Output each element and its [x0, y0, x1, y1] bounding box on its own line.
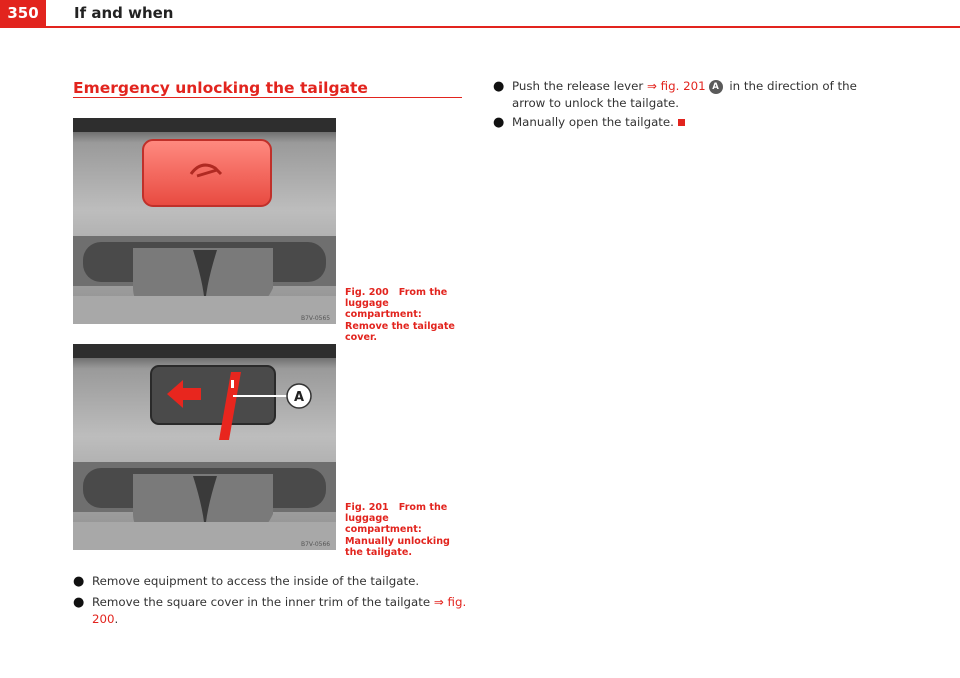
figure-201: A B7V-0566 [73, 344, 336, 550]
left-bullet-1: ● Remove equipment to access the inside … [73, 573, 473, 590]
left-bullet-2-text: Remove the square cover in the inner tri… [92, 595, 434, 609]
left-bullet-2: ● Remove the square cover in the inner t… [73, 594, 473, 628]
right-bullet-1-end: in the direction of the arrow to unlock … [512, 79, 857, 110]
bullet-icon: ● [73, 595, 85, 610]
left-bullet-1-text: Remove equipment to access the inside of… [92, 574, 420, 588]
bullet-icon: ● [73, 574, 85, 589]
right-bullet-2: ● Manually open the tailgate. [493, 114, 873, 131]
header-rule [0, 26, 960, 28]
fig-200-link[interactable]: ⇒ fig. 200 [92, 595, 467, 626]
right-bullet-1-text: Push the release lever [512, 79, 648, 93]
figure-201-callout: A [294, 390, 304, 405]
figure-201-text: From the luggage compartment: Manually u… [345, 502, 450, 558]
figure-200-text: From the luggage compartment: Remove the… [345, 287, 455, 343]
figure-200-caption: Fig. 200 From the luggage compartment: R… [345, 287, 467, 343]
figure-201-illustration: A B7V-0566 [73, 344, 336, 550]
callout-a-badge: A [708, 80, 723, 94]
page-number: 350 [0, 0, 46, 26]
chapter-title: If and when [74, 4, 174, 22]
bullet-icon: ● [493, 115, 505, 130]
section-end-icon [677, 119, 685, 126]
figure-200-number: Fig. 200 [345, 287, 389, 298]
right-bullet-2-text: Manually open the tailgate. [512, 115, 674, 129]
figure-201-caption: Fig. 201 From the luggage compartment: M… [345, 502, 467, 558]
figure-201-number: Fig. 201 [345, 502, 389, 513]
fig-201-link[interactable]: ⇒ fig. 201 [647, 79, 706, 93]
section-title: Emergency unlocking the tailgate [73, 79, 368, 97]
figure-200-illustration: B7V-0565 [73, 118, 336, 324]
svg-text:B7V-0566: B7V-0566 [301, 541, 330, 548]
svg-text:B7V-0565: B7V-0565 [301, 315, 330, 322]
left-bullet-2-end: . [114, 612, 119, 626]
figure-200: B7V-0565 [73, 118, 336, 324]
section-rule [73, 97, 462, 98]
bullet-icon: ● [493, 79, 505, 94]
